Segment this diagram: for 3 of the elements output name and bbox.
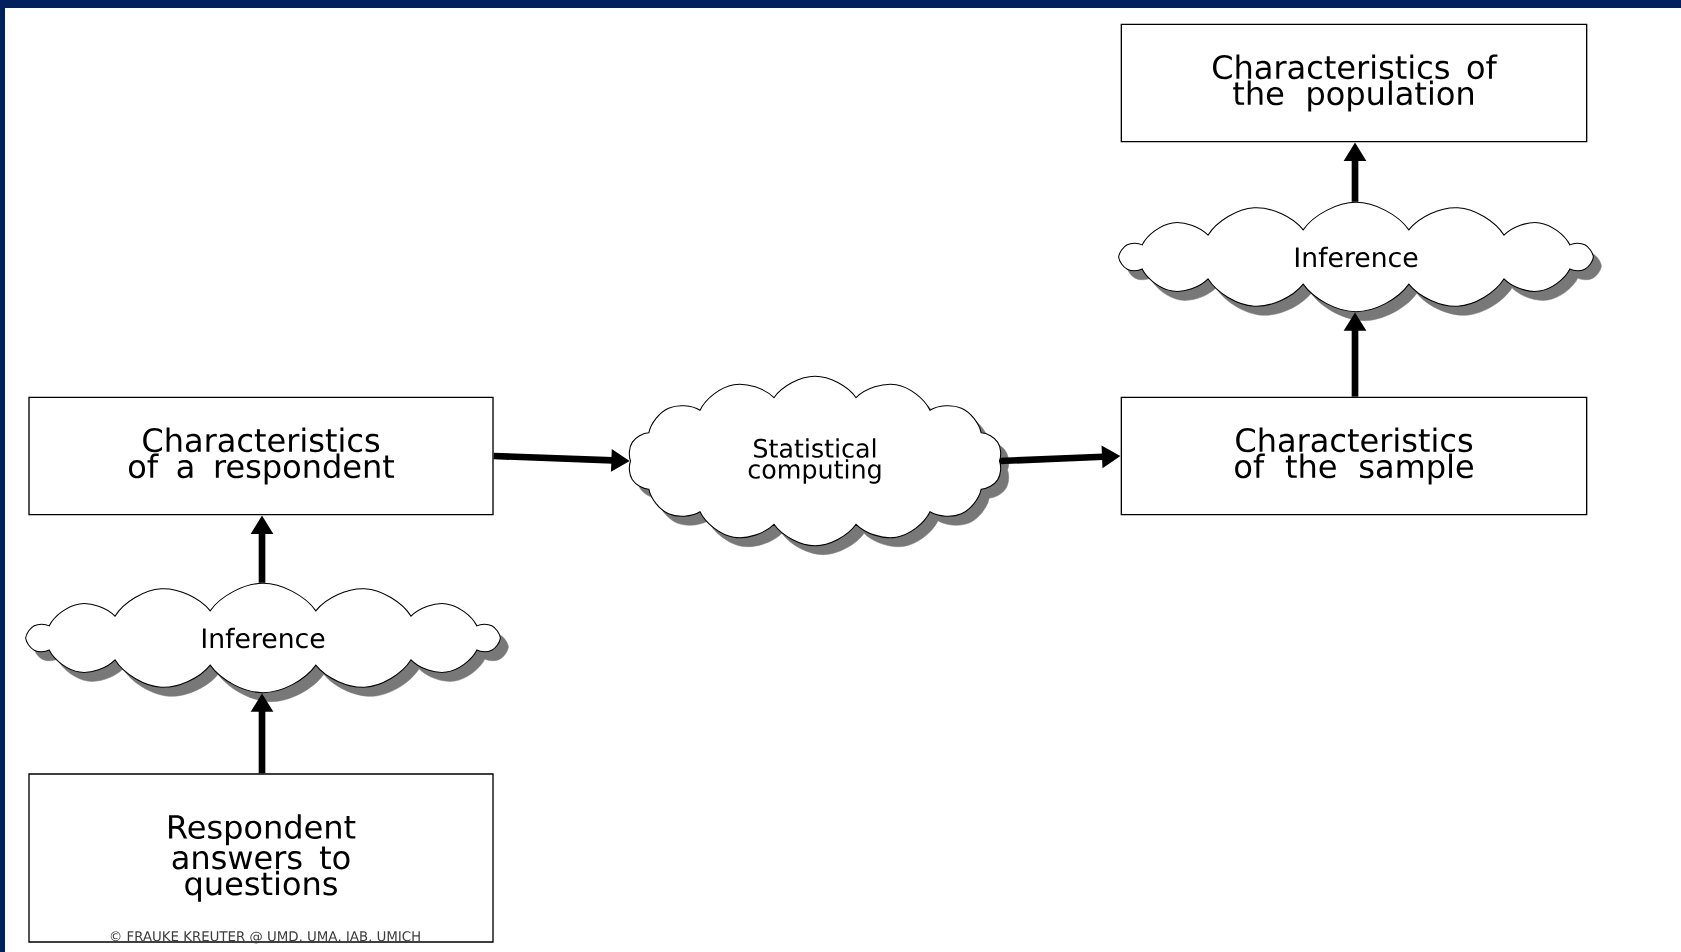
process-box: Characteristics of a respondent [28,396,494,516]
process-box: Characteristics of the population [1120,23,1588,143]
process-box: Characteristics of the sample [1120,396,1588,516]
